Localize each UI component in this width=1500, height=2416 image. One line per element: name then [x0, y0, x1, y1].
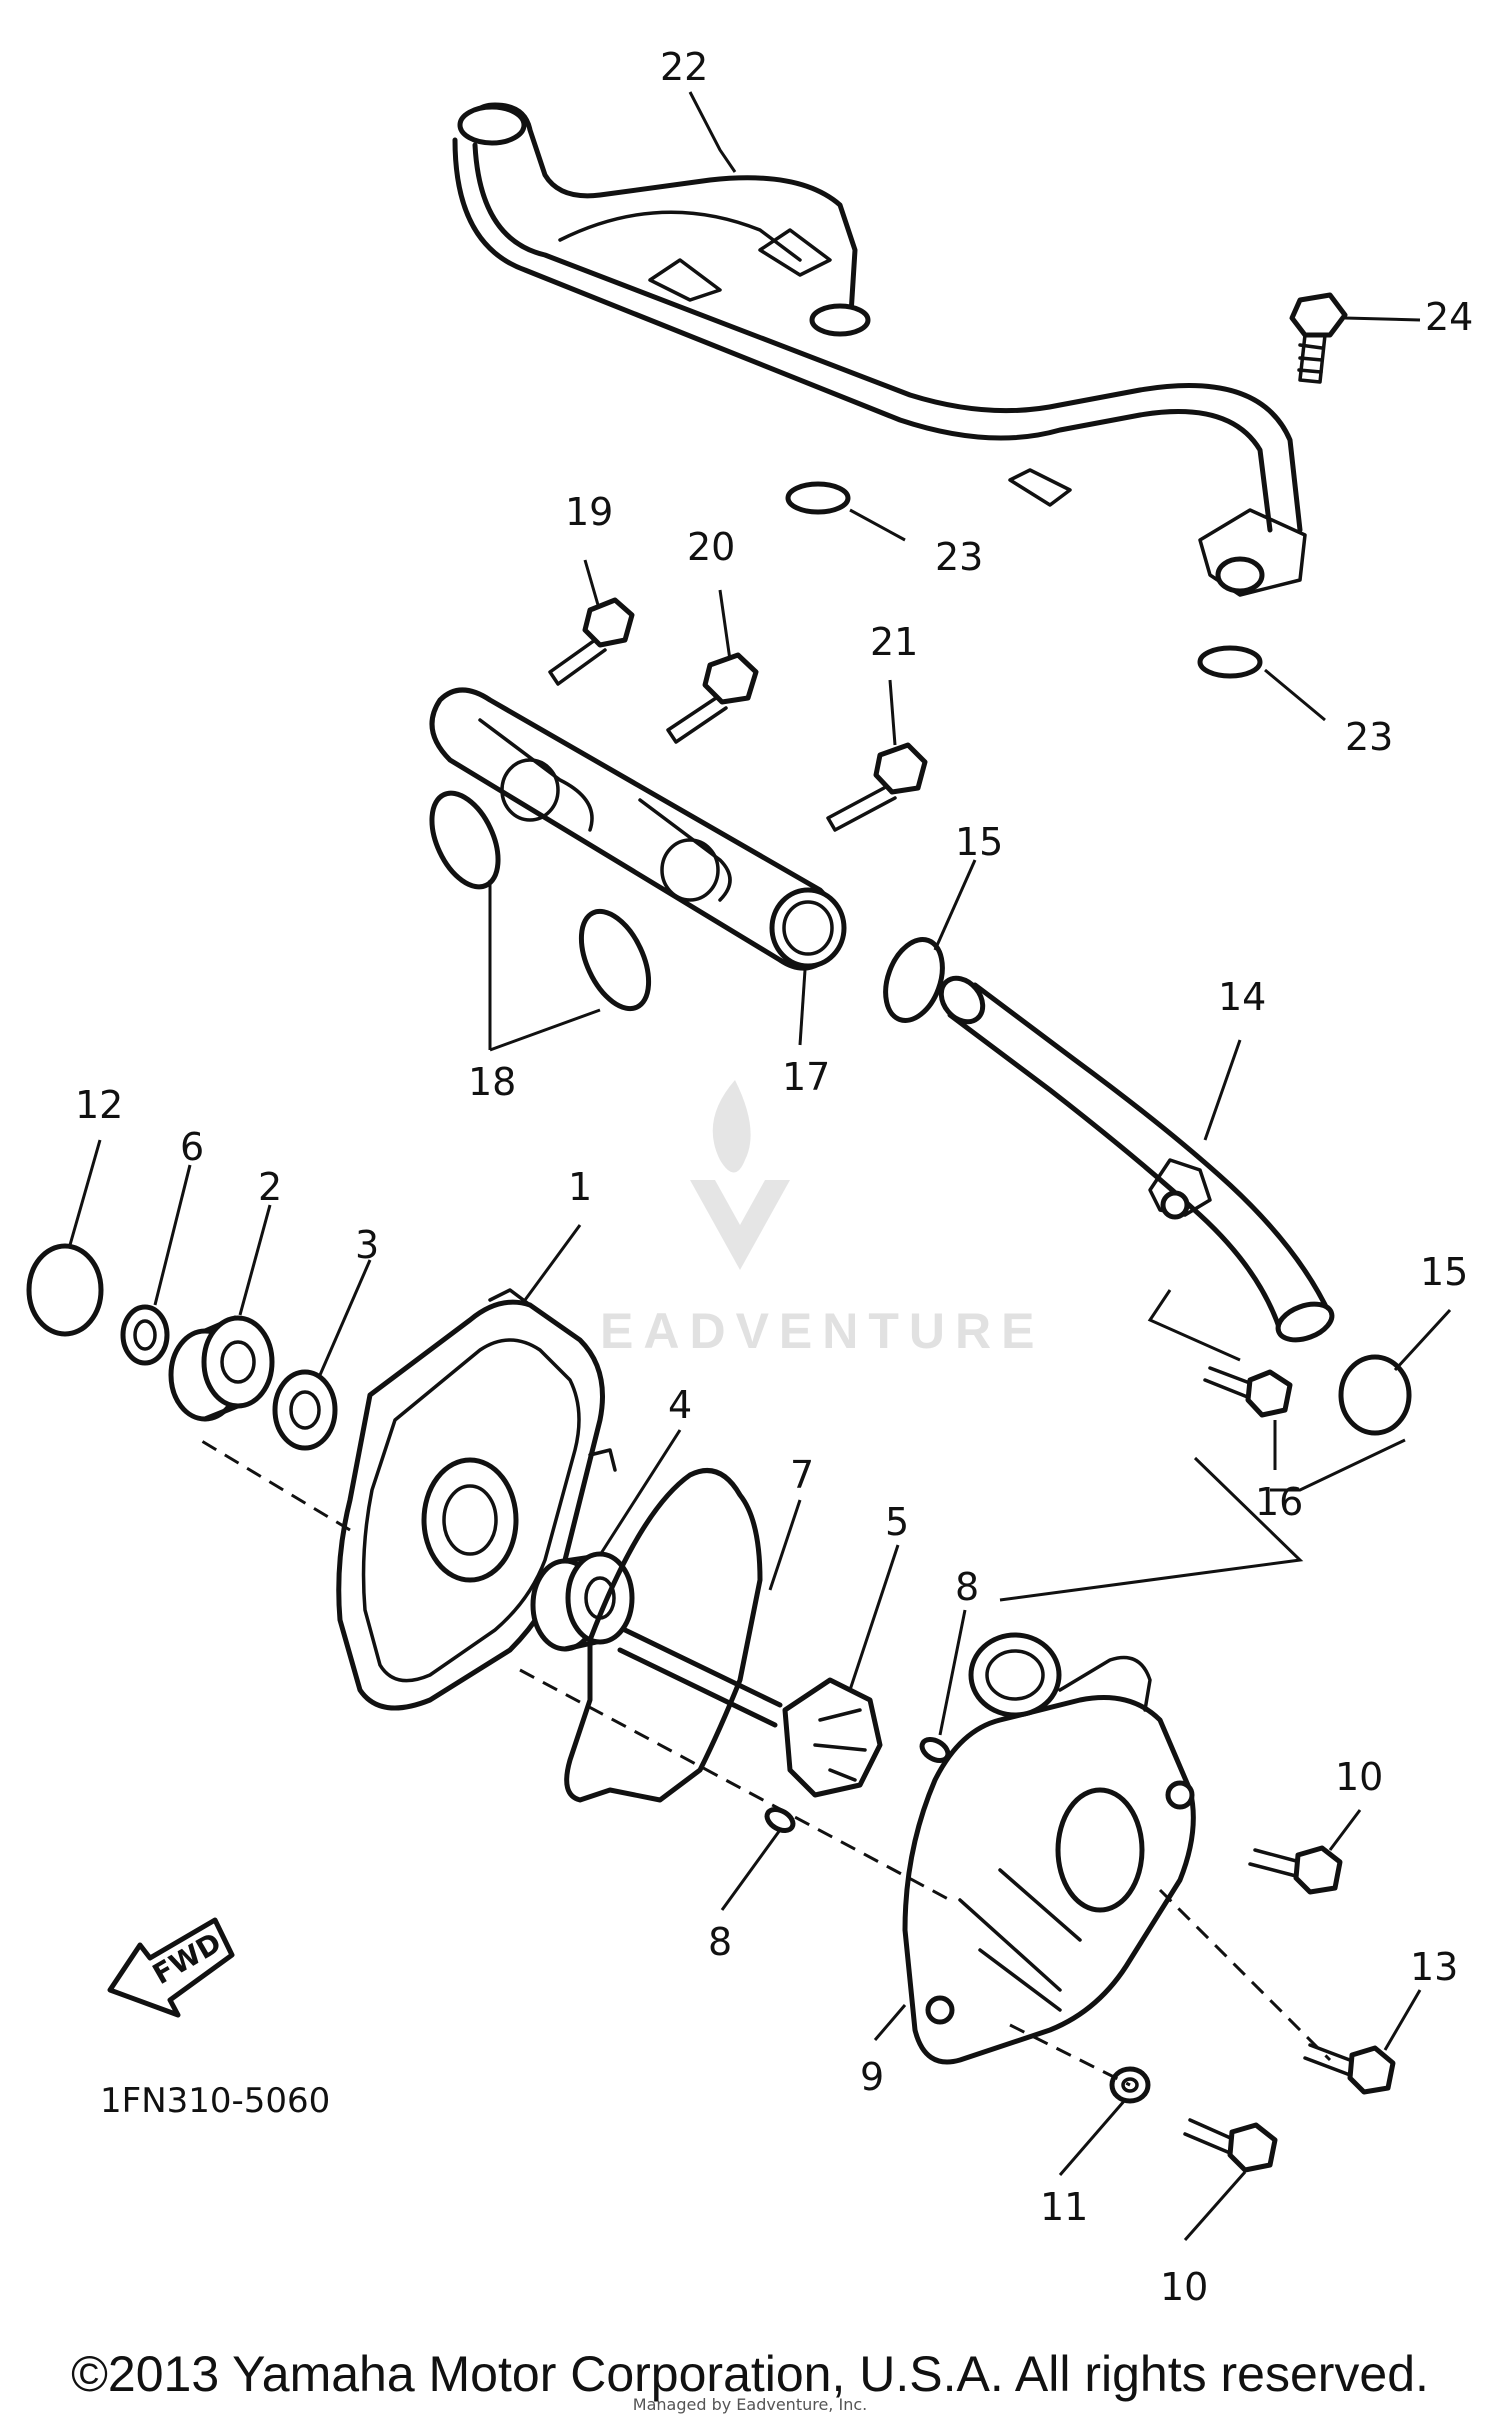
seal-4 — [530, 1551, 635, 1652]
pump-housing-9 — [902, 1632, 1196, 2065]
callout-9: 9 — [860, 2055, 884, 2099]
bolt-24 — [1289, 292, 1348, 384]
bolt-10b — [1183, 2118, 1278, 2173]
gasket-7 — [564, 1468, 763, 1803]
seal-6 — [120, 1304, 170, 1366]
watermark-text: EADVENTURE — [600, 1303, 1044, 1359]
callout-1: 1 — [568, 1165, 592, 1209]
pipe-joint-17 — [429, 687, 847, 971]
pipe-upper — [452, 102, 1307, 597]
callout-22: 22 — [660, 45, 708, 89]
o-ring-23b — [1197, 645, 1263, 679]
bolt-19 — [548, 597, 635, 686]
alignment-line-c — [1009, 2023, 1131, 2087]
alignment-line-d — [1158, 1888, 1332, 2062]
impeller-5 — [617, 1627, 883, 1798]
callout-7: 7 — [790, 1453, 814, 1497]
callout-10b: 10 — [1160, 2265, 1208, 2309]
pipe-14 — [938, 975, 1335, 1343]
callout-14: 14 — [1218, 975, 1266, 1019]
callout-21: 21 — [870, 620, 918, 664]
bearing-2 — [168, 1315, 275, 1422]
o-ring-18b — [578, 908, 652, 1012]
bolt-13 — [1303, 2043, 1396, 2095]
bolt-10a — [1248, 1845, 1343, 1895]
callout-24: 24 — [1425, 295, 1473, 339]
sub-watermark: Managed by Eadventure, Inc. — [632, 2395, 868, 2414]
bolt-20 — [666, 652, 759, 744]
callout-4: 4 — [668, 1383, 692, 1427]
o-ring-15b — [1338, 1354, 1412, 1436]
callout-6: 6 — [180, 1125, 204, 1169]
alignment-line-b — [199, 1438, 351, 1532]
callout-15a: 15 — [955, 820, 1003, 864]
callout-8a: 8 — [955, 1565, 979, 1609]
callout-2: 2 — [258, 1165, 282, 1209]
bolt-21 — [826, 742, 928, 832]
callout-18: 18 — [468, 1060, 516, 1104]
callout-17: 17 — [782, 1055, 830, 1099]
callout-8b: 8 — [708, 1920, 732, 1964]
bolt-16 — [1203, 1366, 1293, 1418]
alignment-line-a — [519, 1668, 951, 1902]
fwd-arrow-icon: FWD — [107, 1917, 235, 2018]
callout-12: 12 — [75, 1083, 123, 1127]
callout-23b: 23 — [1345, 715, 1393, 759]
o-ring-18a — [429, 790, 501, 890]
watermark-logo: EADVENTURE — [600, 1080, 1044, 1359]
callout-11: 11 — [1040, 2185, 1088, 2229]
circlip-12 — [26, 1243, 104, 1337]
callout-15b: 15 — [1420, 1250, 1468, 1294]
o-ring-15a — [883, 937, 945, 1023]
callout-16: 16 — [1255, 1480, 1303, 1524]
callout-13: 13 — [1410, 1945, 1458, 1989]
callout-23a: 23 — [935, 535, 983, 579]
diagram-code: 1FN310-5060 — [100, 2081, 330, 2121]
copyright-notice: ©2013 Yamaha Motor Corporation, U.S.A. A… — [71, 2346, 1429, 2402]
leader-lines — [68, 91, 1452, 2241]
callout-3: 3 — [355, 1223, 379, 1267]
callout-5: 5 — [885, 1500, 909, 1544]
o-ring-23a — [785, 481, 851, 515]
callout-10a: 10 — [1335, 1755, 1383, 1799]
seal-3 — [272, 1369, 338, 1451]
callout-19: 19 — [565, 490, 613, 534]
callout-20: 20 — [687, 525, 735, 569]
